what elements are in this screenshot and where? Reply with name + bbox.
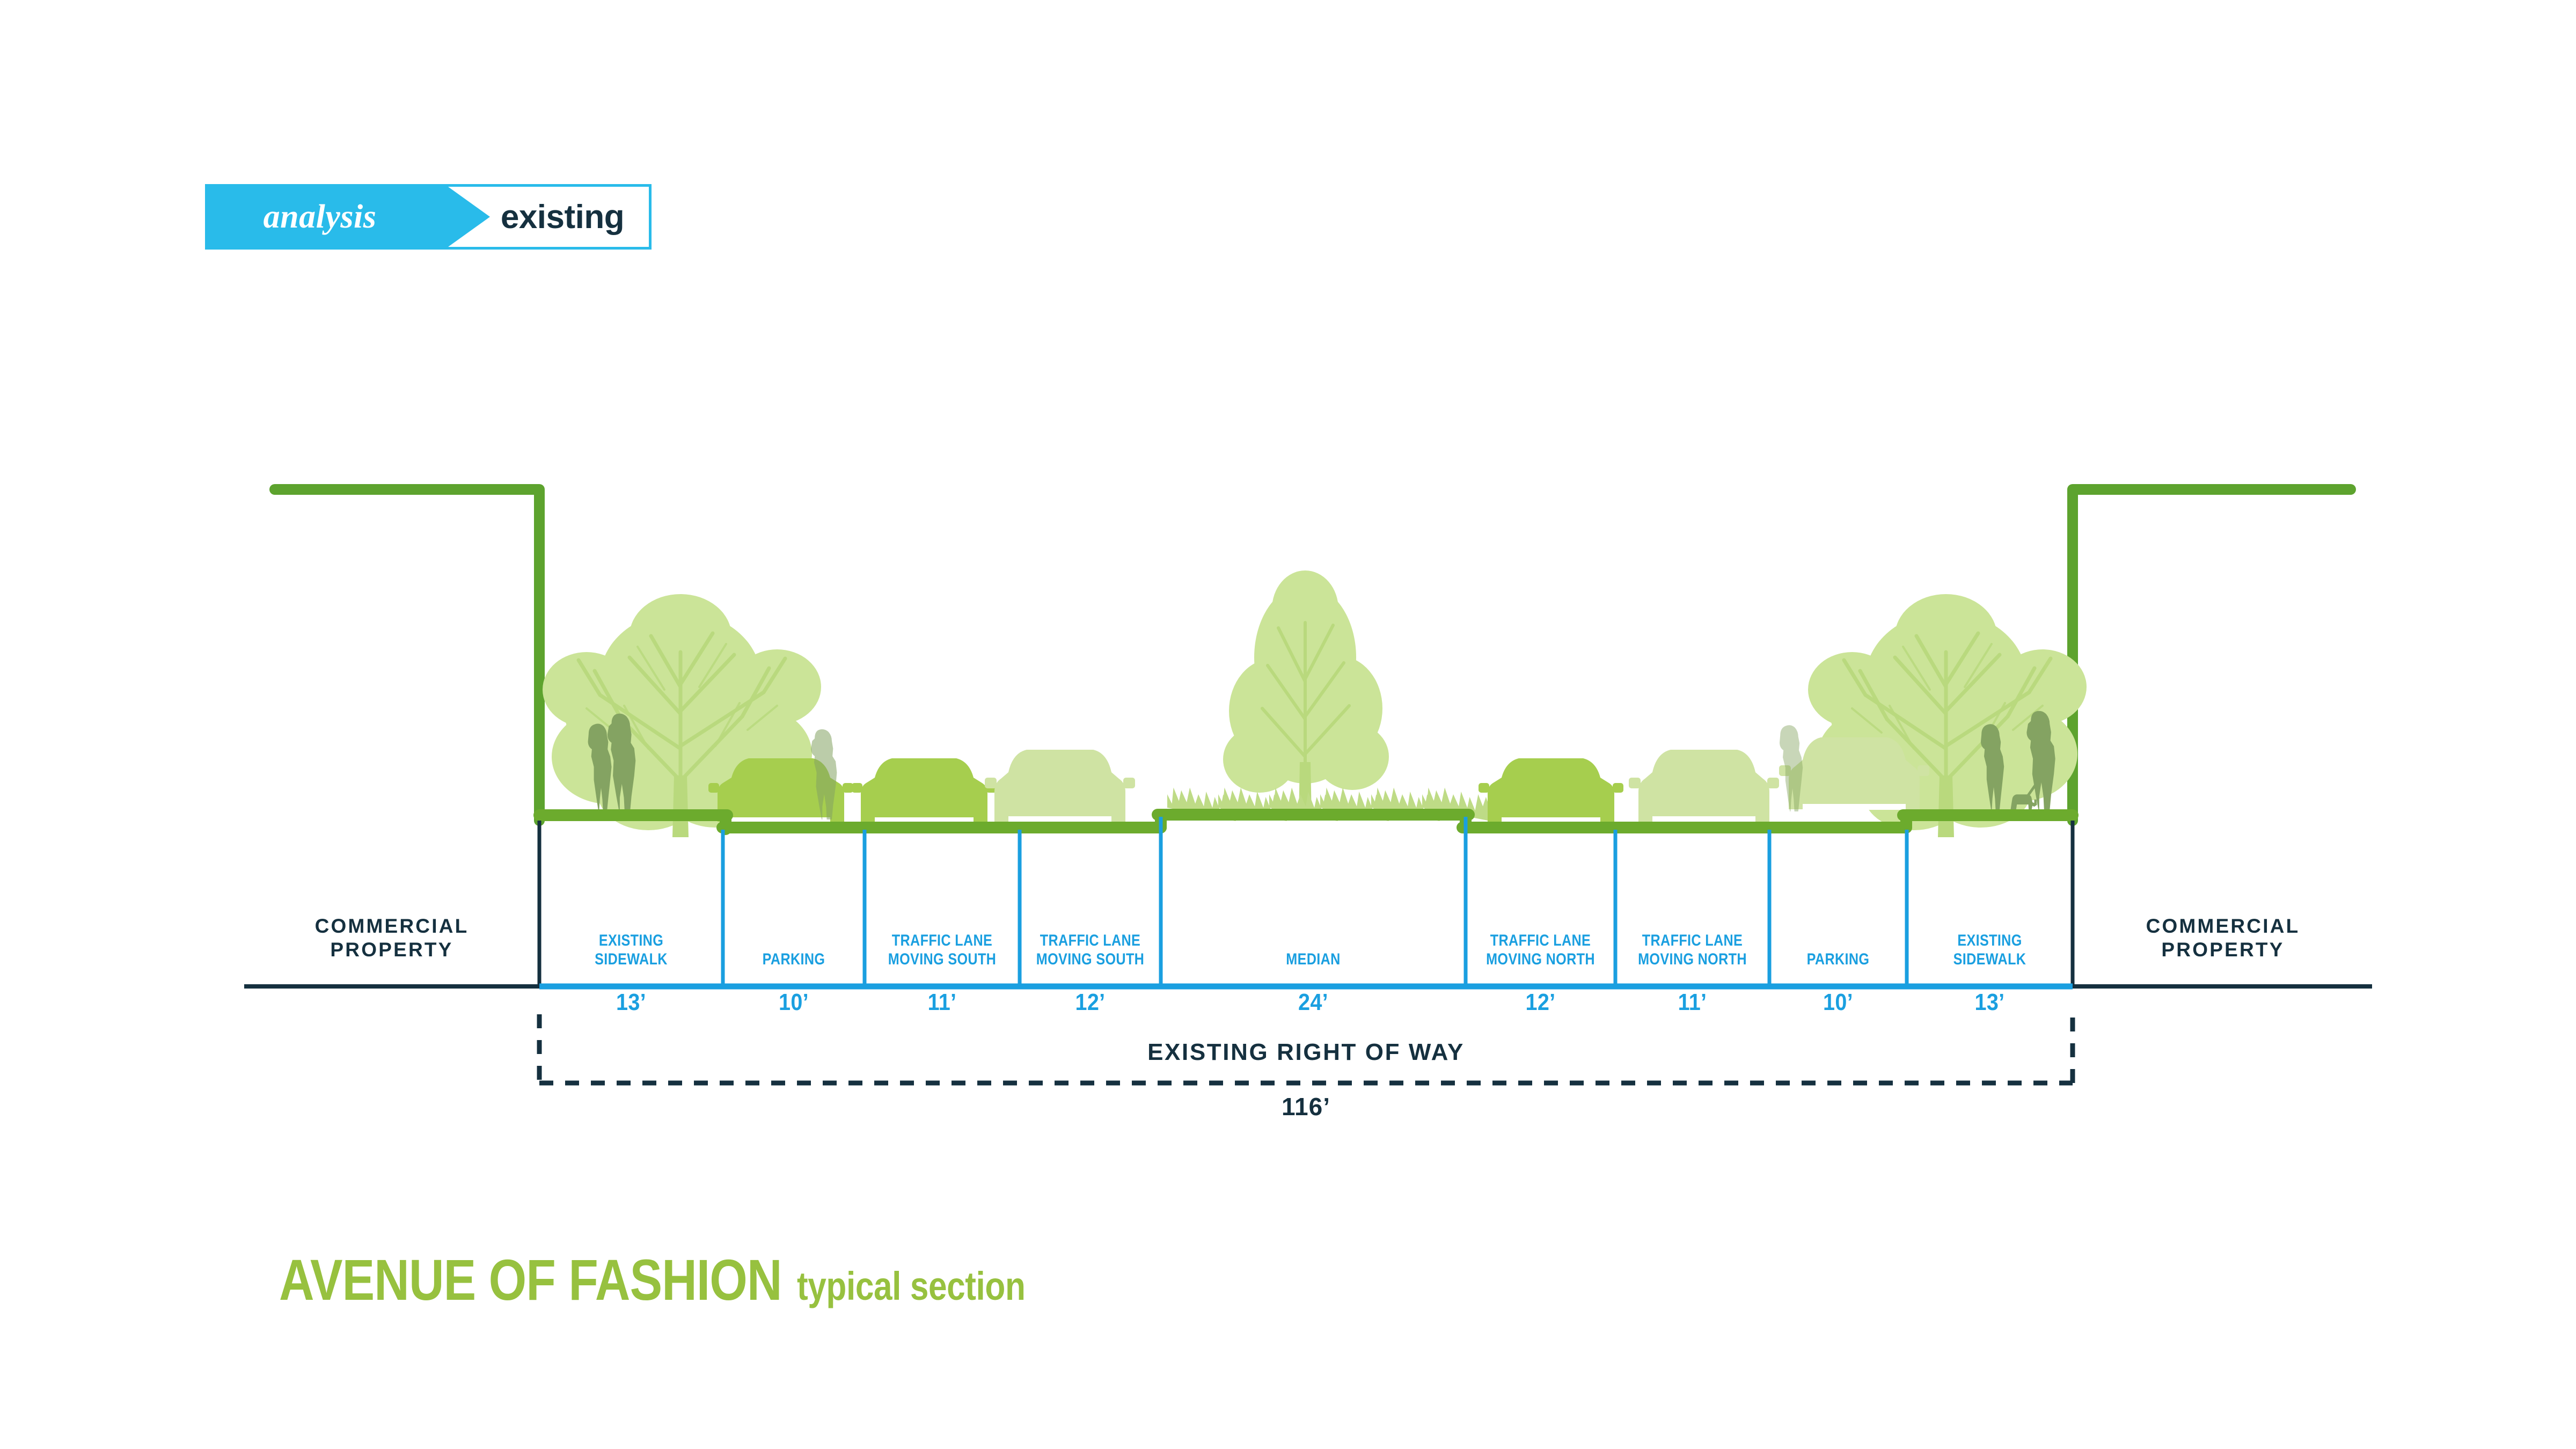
segment-label-traffic-lane-south-2: TRAFFIC LANE MOVING SOUTH bbox=[1036, 932, 1145, 968]
right-of-way-dimension: 116’ bbox=[1282, 1093, 1330, 1121]
segment-label-existing-sidewalk-left: EXISTING SIDEWALK bbox=[595, 932, 668, 968]
badge-analysis-label: analysis bbox=[263, 198, 377, 235]
travel-car-southbound-2 bbox=[985, 750, 1135, 822]
segment-label-traffic-lane-north-1: TRAFFIC LANE MOVING NORTH bbox=[1486, 932, 1595, 968]
segment-dimension-existing-sidewalk-right: 13’ bbox=[1974, 989, 2005, 1015]
travel-car-northbound-2 bbox=[1629, 750, 1779, 822]
right-of-way-bracket bbox=[537, 1014, 2075, 1086]
segment-label-parking-right: PARKING bbox=[1806, 950, 1870, 968]
page-title: AVENUE OF FASHION typical section bbox=[279, 1246, 1069, 1313]
dim-tick-group bbox=[721, 817, 1909, 985]
segment-label-traffic-lane-north-2: TRAFFIC LANE MOVING NORTH bbox=[1638, 932, 1747, 968]
pedestrian-man-with-dog-right bbox=[2010, 711, 2055, 810]
analysis-existing-badge: analysis existing bbox=[205, 184, 652, 250]
segment-dimension-traffic-lane-north-1: 12’ bbox=[1525, 989, 1556, 1015]
segment-dimension-traffic-lane-south-1: 11’ bbox=[927, 989, 957, 1015]
segment-label-parking-left: PARKING bbox=[762, 950, 825, 968]
median-tree bbox=[1223, 570, 1389, 818]
travel-car-southbound-1 bbox=[852, 758, 997, 822]
segment-label-median: MEDIAN bbox=[1286, 950, 1341, 968]
badge-cyan-panel bbox=[208, 187, 448, 247]
left-commercial-property-label: COMMERCIAL PROPERTY bbox=[314, 915, 469, 961]
segment-dimension-traffic-lane-north-2: 11’ bbox=[1678, 989, 1707, 1015]
segment-dimension-parking-right: 10’ bbox=[1823, 989, 1853, 1015]
left-commercial-building-outline bbox=[269, 484, 545, 826]
page-title-sub: typical section bbox=[797, 1264, 1026, 1308]
segment-dimension-parking-left: 10’ bbox=[779, 989, 809, 1015]
page-title-main: AVENUE OF FASHION bbox=[279, 1247, 782, 1312]
segment-label-existing-sidewalk-right: EXISTING SIDEWALK bbox=[1953, 932, 2026, 968]
right-commercial-property-label: COMMERCIAL PROPERTY bbox=[2146, 915, 2300, 961]
segment-dimension-median: 24’ bbox=[1298, 989, 1328, 1015]
right-commercial-building-outline bbox=[2067, 484, 2356, 826]
chevron-right-icon bbox=[448, 187, 490, 247]
segment-dimension-traffic-lane-south-2: 12’ bbox=[1075, 989, 1106, 1015]
travel-car-northbound-1 bbox=[1479, 758, 1623, 822]
segment-label-traffic-lane-south-1: TRAFFIC LANE MOVING SOUTH bbox=[888, 932, 997, 968]
right-of-way-label: EXISTING RIGHT OF WAY bbox=[1147, 1039, 1465, 1065]
segment-dimension-existing-sidewalk-left: 13’ bbox=[616, 989, 646, 1015]
badge-existing-label: existing bbox=[500, 198, 625, 236]
